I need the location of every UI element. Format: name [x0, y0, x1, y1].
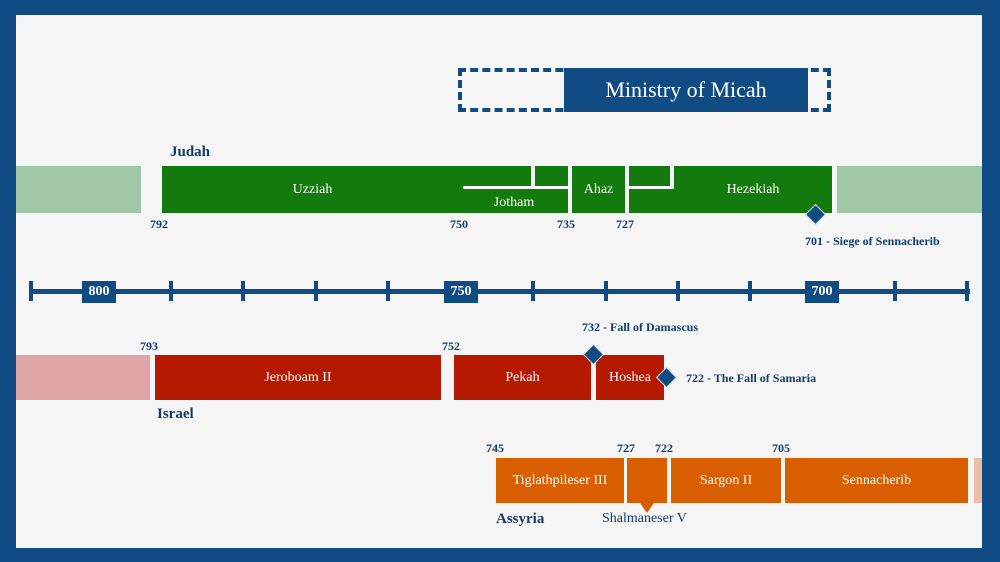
judah-hezekiah-coregency [629, 166, 670, 186]
axis-tick [965, 281, 969, 301]
israel-king-hoshea: Hoshea [596, 355, 664, 400]
axis-tick [676, 281, 680, 301]
axis-label-700: 700 [805, 281, 839, 303]
year-745: 745 [486, 441, 504, 455]
israel-king-jeroboam: Jeroboam II [155, 355, 441, 400]
assyria-label: Assyria [496, 511, 545, 527]
axis-tick [604, 281, 608, 301]
axis-tick [893, 281, 897, 301]
assyria-king-sennacherib: Sennacherib [785, 458, 968, 503]
year-750-judah: 750 [450, 217, 468, 231]
year-793: 793 [140, 339, 158, 353]
siege-event-label: 701 - Siege of Sennacherib [805, 234, 940, 248]
judah-bar-before [16, 166, 141, 213]
axis-tick [29, 281, 33, 301]
axis-label-800: 800 [82, 281, 116, 303]
judah-king-jotham: Jotham [460, 189, 568, 213]
israel-bar-before [16, 355, 150, 400]
judah-king-uzziah: Uzziah [162, 166, 463, 213]
ministry-title: Ministry of Micah [605, 77, 767, 102]
israel-king-pekah: Pekah [454, 355, 591, 400]
year-752: 752 [442, 339, 460, 353]
axis-label-750: 750 [444, 281, 478, 303]
year-727-judah: 727 [616, 217, 634, 231]
assyria-king-sargon: Sargon II [671, 458, 781, 503]
shalmaneser-pointer [640, 503, 654, 513]
judah-king-ahaz: Ahaz [572, 166, 625, 213]
judah-king-hezekiah: Hezekiah [674, 166, 832, 213]
assyria-king-tiglathpileser: Tiglathpileser III [496, 458, 624, 503]
judah-jotham-upper-b [535, 166, 568, 186]
damascus-event-label: 732 - Fall of Damascus [582, 320, 698, 334]
year-727-assyria: 727 [617, 441, 635, 455]
year-735: 735 [557, 217, 575, 231]
judah-label: Judah [170, 144, 211, 160]
ministry-title-box: Ministry of Micah [564, 68, 808, 112]
axis-tick [386, 281, 390, 301]
samaria-event-label: 722 - The Fall of Samaria [686, 371, 817, 385]
shalmaneser-label: Shalmaneser V [602, 511, 687, 526]
assyria-king-shalmaneser-bar [627, 458, 667, 503]
axis-tick [531, 281, 535, 301]
year-792: 792 [150, 217, 168, 231]
judah-bar-after [837, 166, 982, 213]
axis-tick [748, 281, 752, 301]
assyria-bar-after [974, 458, 982, 503]
axis-tick [241, 281, 245, 301]
axis-tick [169, 281, 173, 301]
timeline-axis [30, 289, 970, 294]
israel-label: Israel [157, 406, 194, 422]
year-705: 705 [772, 441, 790, 455]
axis-tick [314, 281, 318, 301]
judah-jotham-upper-a [460, 166, 531, 186]
judah-hezekiah-coregency-low [629, 189, 676, 213]
year-722: 722 [655, 441, 673, 455]
timeline-canvas: Ministry of Micah Judah Uzziah Jotham Ah… [16, 15, 982, 548]
